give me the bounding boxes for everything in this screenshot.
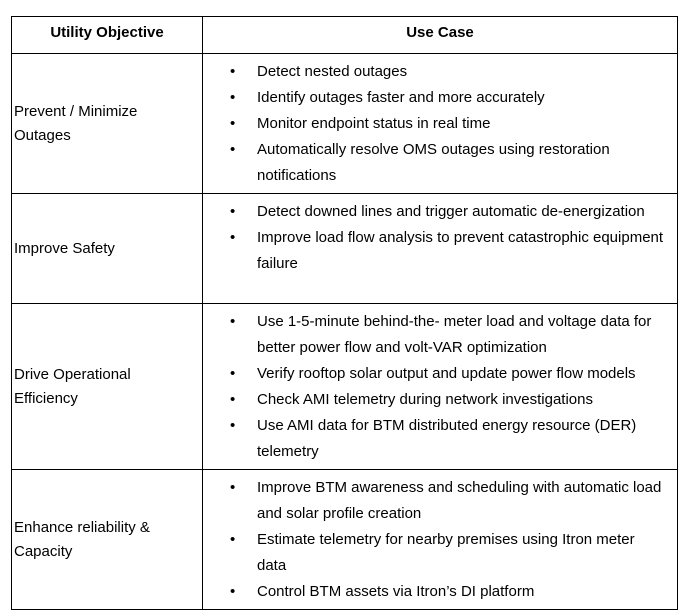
use-case-list: Detect nested outages Identify outages f… <box>203 59 665 189</box>
objective-cell: Prevent / Minimize Outages <box>11 53 203 194</box>
use-case-item: Detect downed lines and trigger automati… <box>230 199 665 225</box>
use-case-item: Automatically resolve OMS outages using … <box>230 137 665 189</box>
table-row-drive-operational-efficiency: Drive Operational Efficiency Use 1-5-min… <box>11 303 678 470</box>
use-case-list: Use 1-5-minute behind-the- meter load an… <box>203 309 665 465</box>
use-case-item: Identify outages faster and more accurat… <box>230 85 665 111</box>
table-row-improve-safety: Improve Safety Detect downed lines and t… <box>11 193 678 304</box>
use-case-cell: Detect downed lines and trigger automati… <box>202 193 678 304</box>
use-case-item: Use 1-5-minute behind-the- meter load an… <box>230 309 665 361</box>
use-case-list: Improve BTM awareness and scheduling wit… <box>203 475 665 605</box>
column-header-utility-objective: Utility Objective <box>11 16 203 54</box>
use-case-cell: Use 1-5-minute behind-the- meter load an… <box>202 303 678 470</box>
use-case-item: Monitor endpoint status in real time <box>230 111 665 137</box>
use-case-item: Detect nested outages <box>230 59 665 85</box>
column-header-use-case: Use Case <box>202 16 678 54</box>
table-header-row: Utility Objective Use Case <box>11 16 678 54</box>
objective-cell: Drive Operational Efficiency <box>11 303 203 470</box>
use-case-item: Verify rooftop solar output and update p… <box>230 361 665 387</box>
utility-objective-use-case-table: Utility Objective Use Case Prevent / Min… <box>11 16 678 610</box>
use-case-cell: Detect nested outages Identify outages f… <box>202 53 678 194</box>
use-case-item: Control BTM assets via Itron’s DI platfo… <box>230 579 665 605</box>
use-case-item: Use AMI data for BTM distributed energy … <box>230 413 665 465</box>
use-case-cell: Improve BTM awareness and scheduling wit… <box>202 469 678 610</box>
use-case-item: Check AMI telemetry during network inves… <box>230 387 665 413</box>
table-row-prevent-minimize-outages: Prevent / Minimize Outages Detect nested… <box>11 53 678 194</box>
use-case-list: Detect downed lines and trigger automati… <box>203 199 665 277</box>
objective-cell: Improve Safety <box>11 193 203 304</box>
use-case-item: Improve load flow analysis to prevent ca… <box>230 225 665 277</box>
use-case-item: Improve BTM awareness and scheduling wit… <box>230 475 665 527</box>
table-row-enhance-reliability-capacity: Enhance reliability & Capacity Improve B… <box>11 469 678 610</box>
objective-cell: Enhance reliability & Capacity <box>11 469 203 610</box>
use-case-item: Estimate telemetry for nearby premises u… <box>230 527 665 579</box>
